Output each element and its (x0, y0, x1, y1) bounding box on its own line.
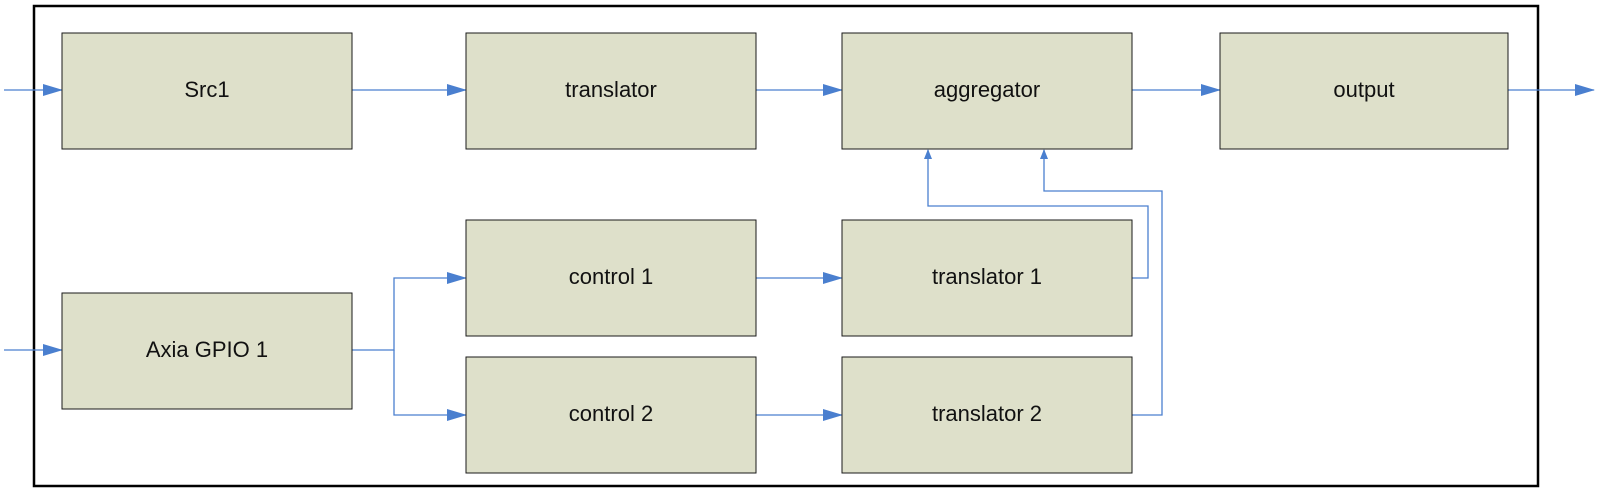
block-src1-label: Src1 (184, 77, 229, 102)
block-aggregator-label: aggregator (934, 77, 1040, 102)
block-control-2: control 2 (465, 356, 757, 474)
wire-translator1-aggregator (924, 149, 1149, 279)
block-translator: translator (465, 32, 757, 150)
block-translator-label: translator (565, 77, 657, 102)
wire-translator2-aggregator (1040, 149, 1163, 416)
system-frame (32, 4, 1540, 488)
block-axia-gpio-1-label: Axia GPIO 1 (146, 337, 268, 362)
block-src1: Src1 (61, 32, 353, 150)
block-output: output (1219, 32, 1509, 150)
connections (4, 84, 1595, 421)
block-control-1: control 1 (465, 219, 757, 337)
block-control-2-label: control 2 (569, 401, 653, 426)
wire-gpio-control1 (352, 272, 467, 351)
block-output-label: output (1333, 77, 1394, 102)
block-translator-1-label: translator 1 (932, 264, 1042, 289)
block-axia-gpio-1: Axia GPIO 1 (61, 292, 353, 410)
block-control-1-label: control 1 (569, 264, 653, 289)
block-translator-1: translator 1 (841, 219, 1133, 337)
block-translator-2-label: translator 2 (932, 401, 1042, 426)
wire-gpio-control2 (393, 350, 467, 421)
block-aggregator: aggregator (841, 32, 1133, 150)
block-translator-2: translator 2 (841, 356, 1133, 474)
